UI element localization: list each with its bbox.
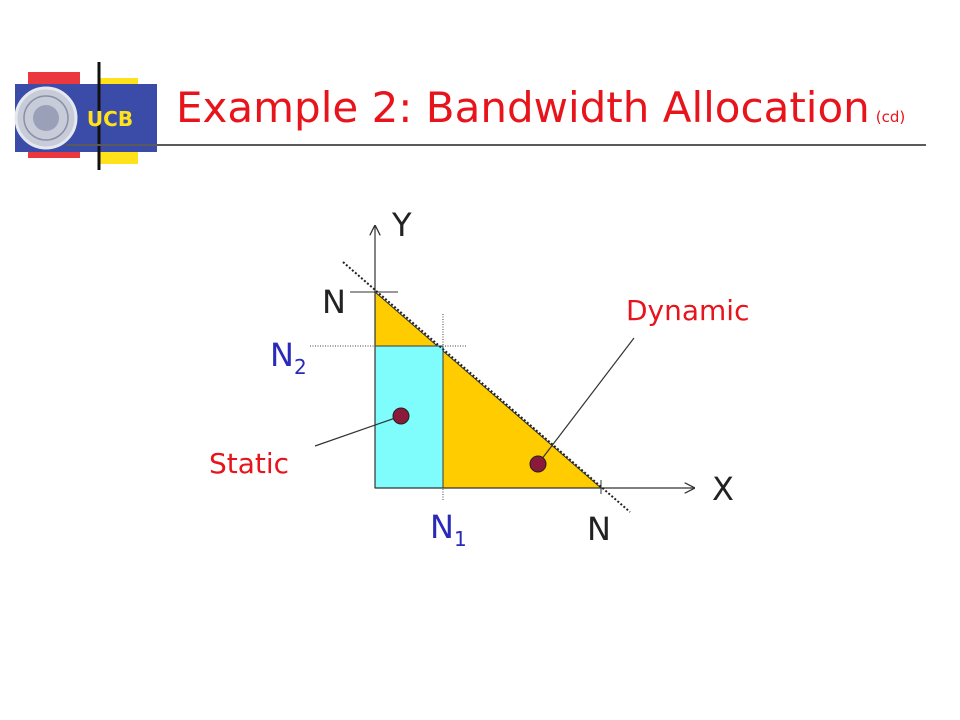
static-point bbox=[392, 407, 410, 425]
n1-label-subscript: 1 bbox=[454, 527, 467, 551]
logo-text: UCB bbox=[87, 107, 133, 131]
n2-label-subscript: 2 bbox=[294, 355, 307, 379]
dynamic-leader-line bbox=[537, 337, 635, 465]
title-text: Example 2: Bandwidth Allocation bbox=[176, 83, 870, 132]
n1-label-main: N bbox=[430, 508, 454, 546]
dynamic-label: Dynamic bbox=[626, 294, 749, 327]
n2-label-main: N bbox=[270, 336, 294, 374]
y-max-label: N bbox=[322, 283, 346, 321]
ucb-logo: UCB bbox=[0, 0, 180, 180]
capacity-line bbox=[342, 261, 631, 513]
n1-label: N1 bbox=[430, 508, 467, 551]
title-suffix: (cd) bbox=[875, 108, 906, 126]
n2-label: N2 bbox=[270, 336, 307, 379]
y-axis-label: Y bbox=[391, 206, 412, 244]
dynamic-point bbox=[529, 455, 547, 473]
x-axis-label: X bbox=[712, 470, 734, 508]
static-leader-line bbox=[314, 415, 402, 447]
static-label: Static bbox=[209, 447, 289, 480]
x-max-label: N bbox=[587, 510, 611, 548]
page-title: Example 2: Bandwidth Allocation (cd) bbox=[176, 82, 905, 143]
title-divider bbox=[66, 144, 926, 146]
